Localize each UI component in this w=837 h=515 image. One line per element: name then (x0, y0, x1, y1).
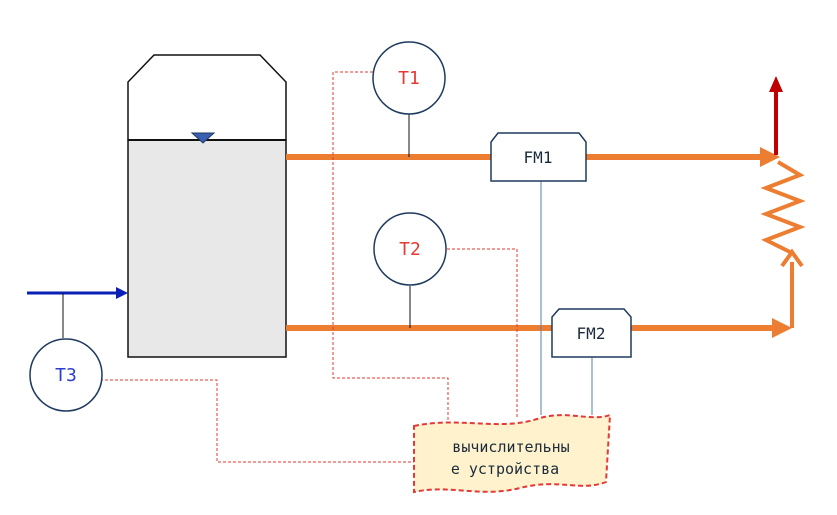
sensor-t3-label: T3 (55, 365, 77, 386)
return-up-arrow-icon (780, 248, 804, 268)
sensor-t3[interactable]: T3 (29, 338, 103, 412)
flowmeter-fm2[interactable]: FM2 (551, 308, 632, 358)
supply-arrow-icon (760, 147, 780, 167)
t3-signal-line (100, 379, 414, 463)
signal-lines (100, 71, 518, 463)
inlet-arrow-icon (116, 287, 128, 299)
flowmeter-fm1-label: FM1 (524, 148, 553, 167)
flowmeter-fm1[interactable]: FM1 (490, 132, 587, 182)
tank-top (127, 54, 287, 140)
return-pipe (286, 248, 804, 338)
sensor-t2[interactable]: T2 (373, 212, 447, 286)
cold-water-inlet (27, 287, 128, 299)
computing-unit-line1: вычислительны (452, 438, 569, 456)
water-level-marker-icon (190, 132, 216, 144)
sensor-t1[interactable]: T1 (372, 41, 446, 115)
storage-tank (127, 54, 287, 358)
t2-signal-line (447, 248, 518, 418)
supply-pipe (286, 147, 780, 167)
heat-exchanger-coil (760, 160, 806, 254)
flowmeter-fm2-label: FM2 (577, 324, 606, 343)
hot-outlet (769, 76, 783, 155)
computing-unit-line2: е устройства (451, 460, 559, 478)
tank-body (127, 139, 287, 358)
sensor-t1-label: T1 (398, 68, 420, 89)
outlet-arrow-icon (769, 76, 783, 92)
return-arrow-icon (772, 318, 792, 338)
sensor-t2-label: T2 (399, 239, 421, 260)
t1-signal-line (332, 71, 449, 425)
computing-unit[interactable]: вычислительны е устройства (413, 413, 612, 494)
